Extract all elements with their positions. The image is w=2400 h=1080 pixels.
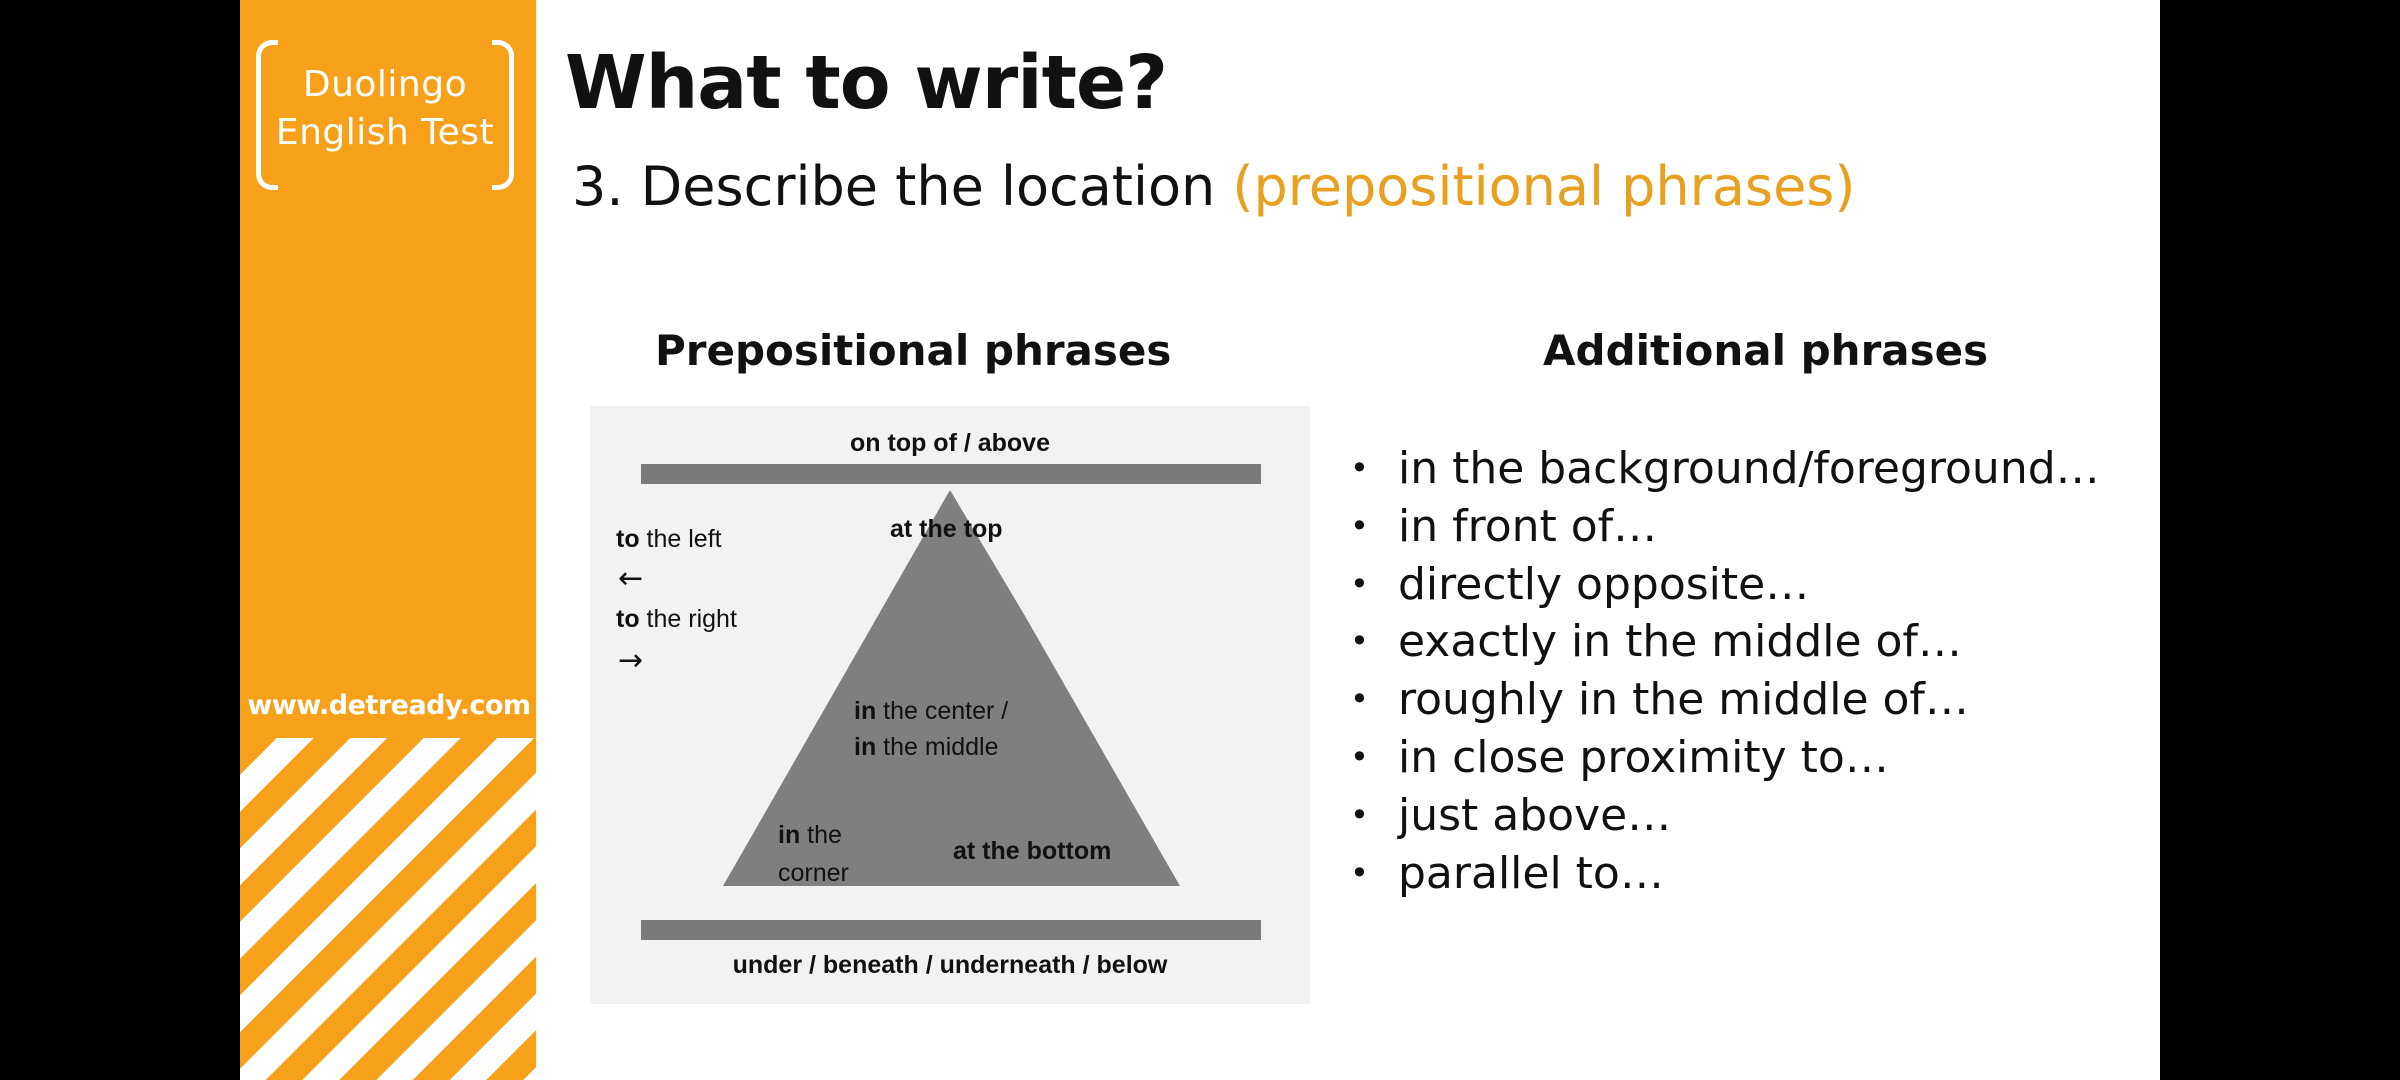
- label-to-the-left: to the left: [616, 525, 722, 553]
- slide: Duolingo English Test www.detready.com W…: [240, 0, 2160, 1080]
- duolingo-logo: Duolingo English Test: [256, 40, 514, 196]
- list-item: directly opposite…: [1350, 556, 2100, 614]
- diagram-shapes: [641, 464, 1261, 940]
- brand-sidebar: Duolingo English Test www.detready.com: [240, 0, 538, 1080]
- label-at-the-top: at the top: [890, 515, 1003, 543]
- logo-text-line1: Duolingo: [302, 64, 468, 105]
- prepositional-phrases-heading: Prepositional phrases: [655, 326, 1172, 375]
- slide-subtitle: 3. Describe the location (prepositional …: [572, 155, 1856, 218]
- label-in-the-center: in the center /: [854, 697, 1009, 725]
- label-at-the-bottom: at the bottom: [953, 837, 1112, 865]
- label-under: under / beneath / underneath / below: [732, 951, 1168, 979]
- label-corner-line2: corner: [778, 859, 849, 887]
- list-item: in front of…: [1350, 498, 2100, 556]
- preposition-diagram: on top of / above to the left ← to the r…: [590, 406, 1310, 1004]
- list-item: in close proximity to…: [1350, 729, 2100, 787]
- subtitle-main: 3. Describe the location: [572, 155, 1216, 218]
- website-url: www.detready.com: [247, 690, 531, 721]
- logo-text-line2: English Test: [275, 112, 495, 153]
- right-bracket-shape: [492, 40, 514, 190]
- label-in-the-middle: in the middle: [854, 733, 999, 761]
- right-arrow-icon: →: [618, 643, 644, 678]
- left-bracket-shape: [256, 40, 278, 190]
- label-in-the-corner: in the: [778, 821, 842, 849]
- list-item: in the background/foreground…: [1350, 440, 2100, 498]
- label-to-the-right: to the right: [616, 605, 737, 633]
- list-item: roughly in the middle of…: [1350, 671, 2100, 729]
- top-bar: [641, 464, 1261, 484]
- bottom-bar: [641, 920, 1261, 940]
- additional-phrases-heading: Additional phrases: [1543, 326, 1989, 375]
- list-item: just above…: [1350, 787, 2100, 845]
- slide-title: What to write?: [565, 40, 1168, 126]
- triangle-shape: [723, 490, 1180, 886]
- striped-decoration: [240, 738, 538, 1080]
- additional-phrases-list: in the background/foreground… in front o…: [1350, 440, 2100, 902]
- list-item: exactly in the middle of…: [1350, 613, 2100, 671]
- left-arrow-icon: ←: [618, 561, 644, 596]
- subtitle-accent: (prepositional phrases): [1232, 155, 1856, 218]
- label-on-top: on top of / above: [850, 429, 1050, 457]
- list-item: parallel to…: [1350, 845, 2100, 903]
